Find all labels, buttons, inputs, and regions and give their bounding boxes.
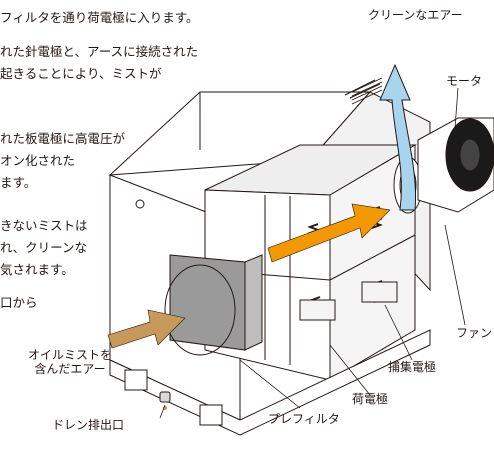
label-oil-mist-air-line1: オイルミストを — [28, 348, 113, 362]
base — [109, 329, 431, 436]
label-oil-mist-air: オイルミストを 含んだエアー — [28, 348, 112, 377]
description-line-1: フィルタを通り荷電極に入ります。 — [0, 10, 199, 25]
description-line-7: きないミストは — [0, 218, 88, 233]
motor — [417, 117, 494, 213]
prefilter — [169, 254, 263, 351]
inlet-arrow — [107, 309, 186, 349]
label-drain-outlet: ドレン排出口 — [52, 418, 125, 432]
inlet-ring — [164, 264, 236, 356]
label-prefilter: プレフィルタ — [268, 412, 340, 426]
label-collector-electrode: 捕集電極 — [388, 360, 437, 374]
label-clean-air: クリーンなエアー — [368, 8, 463, 22]
bolt-hole — [135, 199, 145, 209]
description-line-2: れた針電極と、アースに接続された — [0, 44, 199, 59]
clean-air-arrow — [379, 63, 417, 211]
label-fan: ファン — [456, 326, 493, 340]
description-line-4: れた板電極に高電圧が — [0, 131, 126, 146]
label-charging-electrode: 荷電極 — [352, 392, 389, 406]
label-oil-mist-air-line2: 含んだエアー — [34, 362, 106, 377]
electrode-plates — [299, 281, 398, 321]
vent-grill — [351, 77, 383, 105]
drain-pipe — [159, 391, 171, 403]
description-line-6: ます。 — [0, 175, 37, 190]
description-line-8: れ、クリーンな — [0, 240, 88, 255]
description-line-5: オン化された — [0, 153, 76, 168]
flow-arrow-orange — [267, 203, 391, 263]
description-line-3: 起きることにより、ミストが — [0, 66, 162, 81]
leader-lines — [159, 87, 466, 419]
description-line-9: 気されます。 — [0, 262, 74, 277]
label-motor: モータ — [446, 74, 483, 88]
description-line-10: 口から — [0, 295, 38, 310]
